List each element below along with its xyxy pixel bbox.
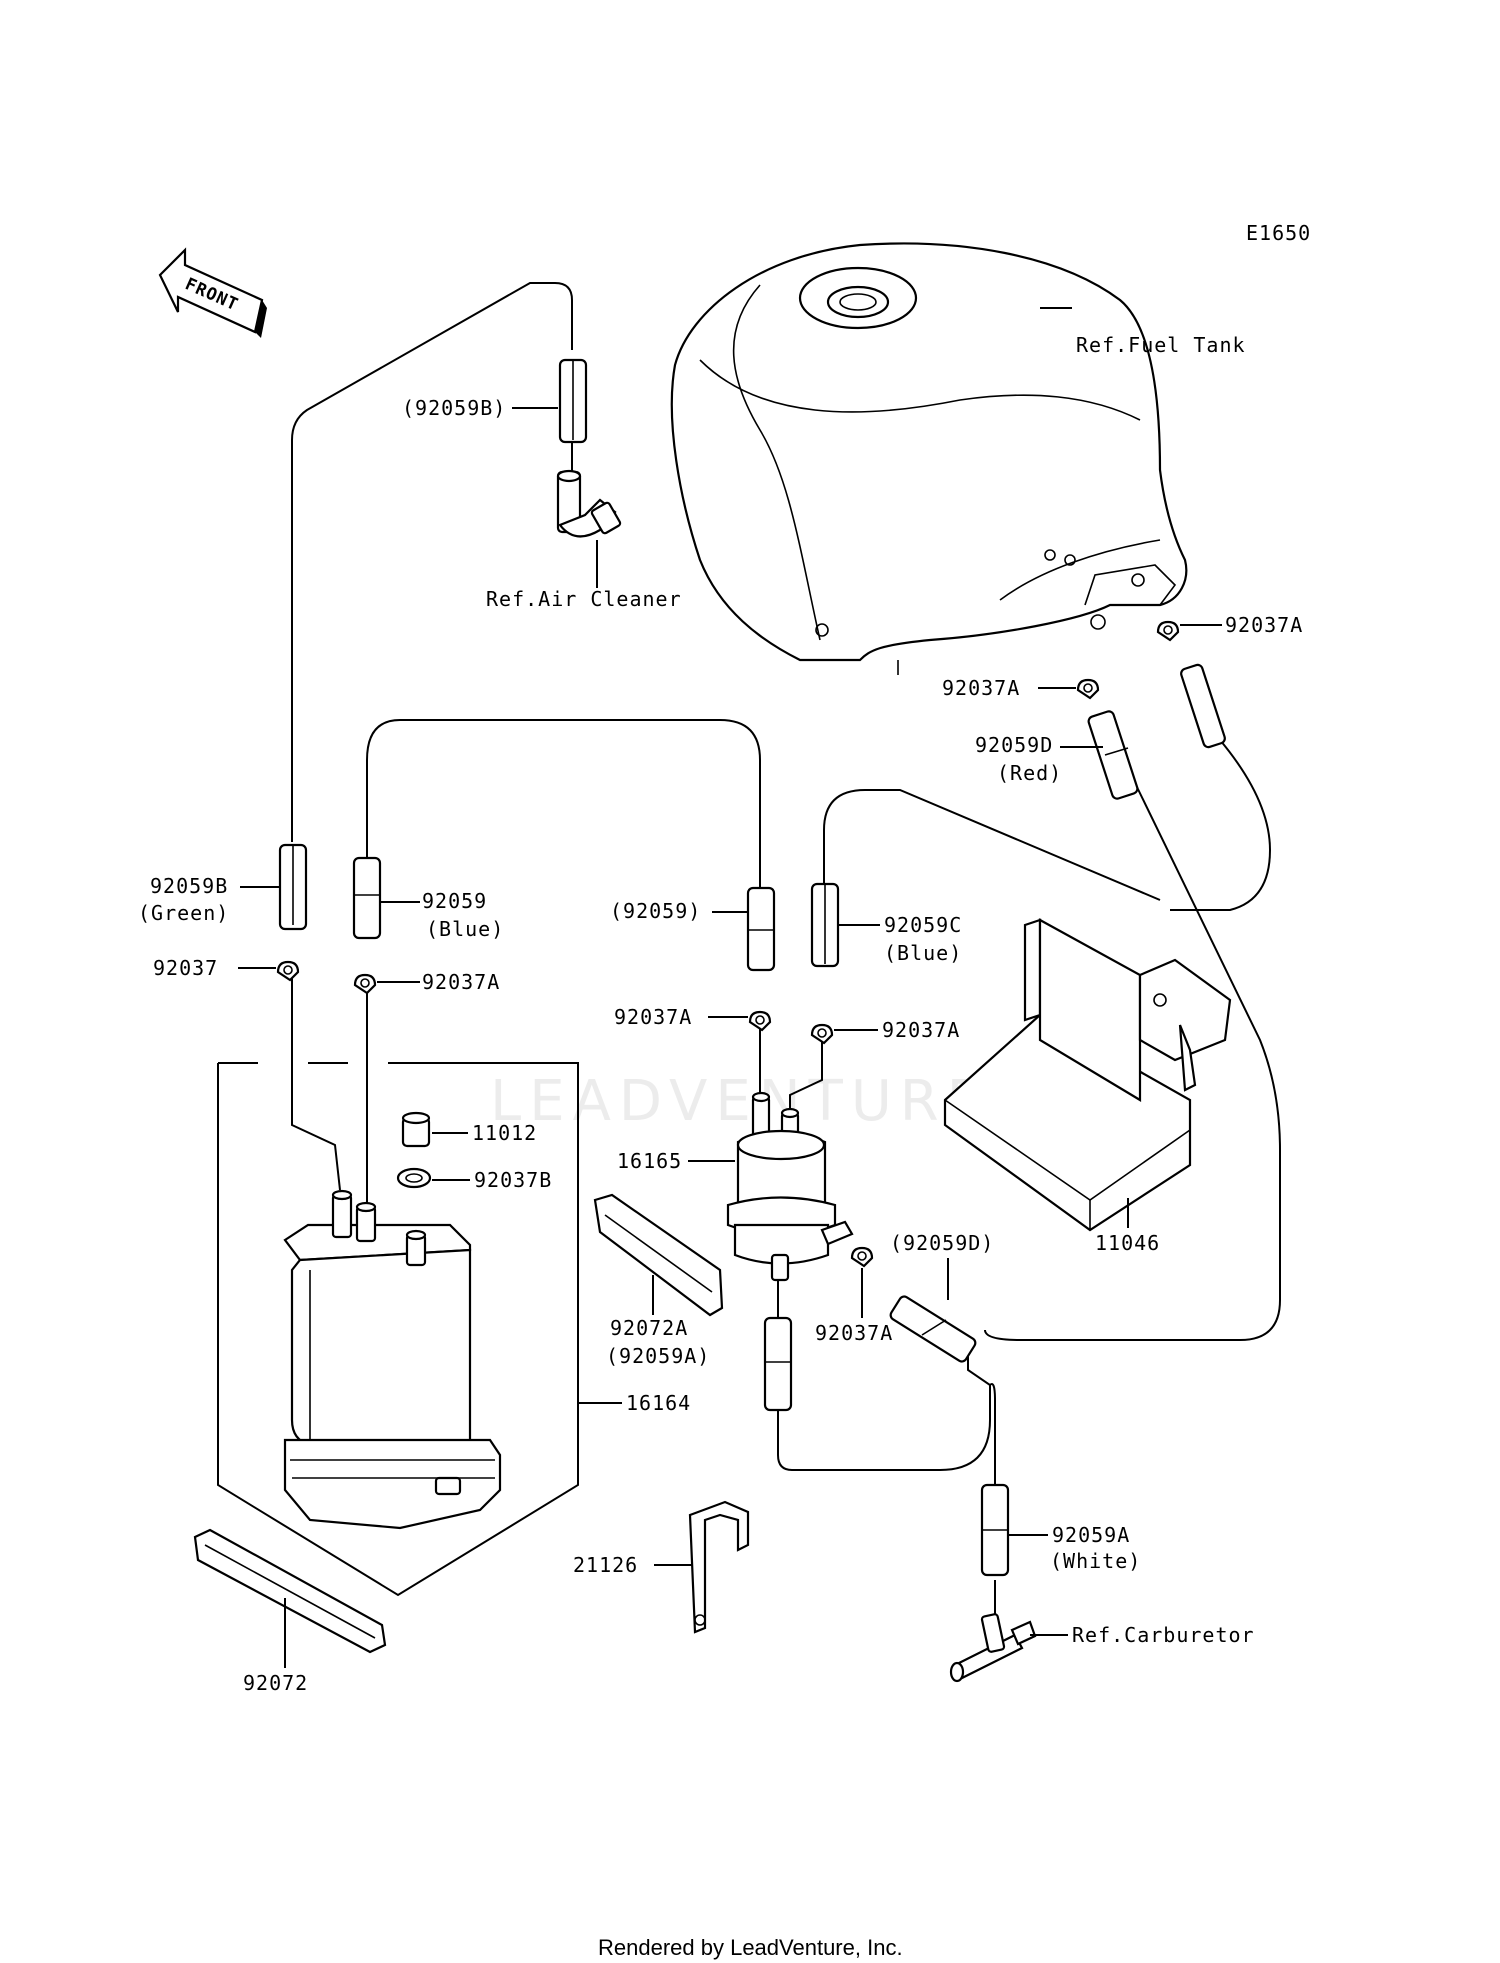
front-arrow-icon: FRONT (158, 247, 267, 338)
callout-16165: 16165 (617, 1149, 682, 1173)
callout-ref-carburetor: Ref.Carburetor (1072, 1623, 1255, 1647)
callout-blue-right: (Blue) (884, 941, 962, 965)
callout-92059-mid: (92059) (610, 899, 701, 923)
carburetor-t-fitting (949, 1613, 1037, 1683)
canister-16164 (283, 1189, 502, 1530)
clamp-92037A-mid-left (748, 1010, 772, 1032)
hose-92059C-blue (810, 882, 840, 968)
callout-92072A: 92072A (610, 1316, 688, 1340)
callout-11012: 11012 (472, 1121, 537, 1145)
fuel-tank-illustration (670, 242, 1188, 675)
clamp-92037-left (276, 960, 300, 982)
hose-92059-mid (746, 886, 776, 972)
fuel-filter-16165 (726, 1091, 854, 1282)
canister-group-outline (217, 1062, 579, 1597)
callout-21126: 21126 (573, 1553, 638, 1577)
air-cleaner-elbow (556, 469, 622, 538)
hose-92059B-green (278, 843, 308, 931)
callout-92059A: 92059A (1052, 1523, 1130, 1547)
callout-92037A-tank-left: 92037A (942, 676, 1020, 700)
callout-92059-left: 92059 (422, 889, 487, 913)
callout-11046: 11046 (1095, 1231, 1160, 1255)
callout-92059C: 92059C (884, 913, 962, 937)
callout-92059D: 92059D (975, 733, 1053, 757)
hose-92059-blue (352, 856, 382, 940)
callout-92072: 92072 (243, 1671, 308, 1695)
hose-tank-right (1180, 663, 1226, 749)
callout-green: (Green) (138, 901, 229, 925)
callout-blue-left: (Blue) (426, 917, 504, 941)
callout-92037B: 92037B (474, 1168, 552, 1192)
callout-92059B-green: 92059B (150, 874, 228, 898)
callout-92037A-mid-left: 92037A (614, 1005, 692, 1029)
diagram-code: E1650 (1246, 221, 1311, 245)
hose-92059D-lower (889, 1295, 977, 1363)
strap-92072 (193, 1528, 387, 1654)
callout-16164: 16164 (626, 1391, 691, 1415)
callout-92059D-paren: (92059D) (890, 1231, 994, 1255)
callout-92037A-mid-right: 92037A (882, 1018, 960, 1042)
bracket-21126 (688, 1500, 750, 1634)
footer-credit: Rendered by LeadVenture, Inc. (598, 1935, 903, 1960)
callout-ref-fuel-tank: Ref.Fuel Tank (1076, 333, 1246, 357)
callout-92037A-filter: 92037A (815, 1321, 893, 1345)
callout-92059A-paren: (92059A) (606, 1344, 710, 1368)
clamp-92037B (396, 1167, 432, 1189)
watermark: LEADVENTURE (490, 1069, 990, 1134)
strap-92072A (593, 1193, 724, 1317)
hose-92059D-red (1087, 710, 1139, 800)
clamp-92037A-tank-right (1156, 620, 1180, 642)
cap-11012 (401, 1111, 431, 1148)
callout-white: (White) (1050, 1549, 1141, 1573)
clamp-92037A-filter (850, 1246, 874, 1268)
callout-92037-left: 92037 (153, 956, 218, 980)
callout-red: (Red) (997, 761, 1062, 785)
hose-92059A-white (980, 1483, 1010, 1577)
hose-92059B-top (558, 358, 588, 444)
callout-ref-air-cleaner: Ref.Air Cleaner (486, 587, 682, 611)
callout-92037A-left: 92037A (422, 970, 500, 994)
hose-92059A-paren (763, 1316, 793, 1412)
callout-92037A-tank-right: 92037A (1225, 613, 1303, 637)
clamp-92037A-mid-right (810, 1023, 834, 1045)
bracket-11046 (943, 918, 1232, 1232)
clamp-92037A-tank-left (1076, 678, 1100, 700)
clamp-92037A-left (353, 973, 377, 995)
callout-92059B-top: (92059B) (402, 396, 506, 420)
